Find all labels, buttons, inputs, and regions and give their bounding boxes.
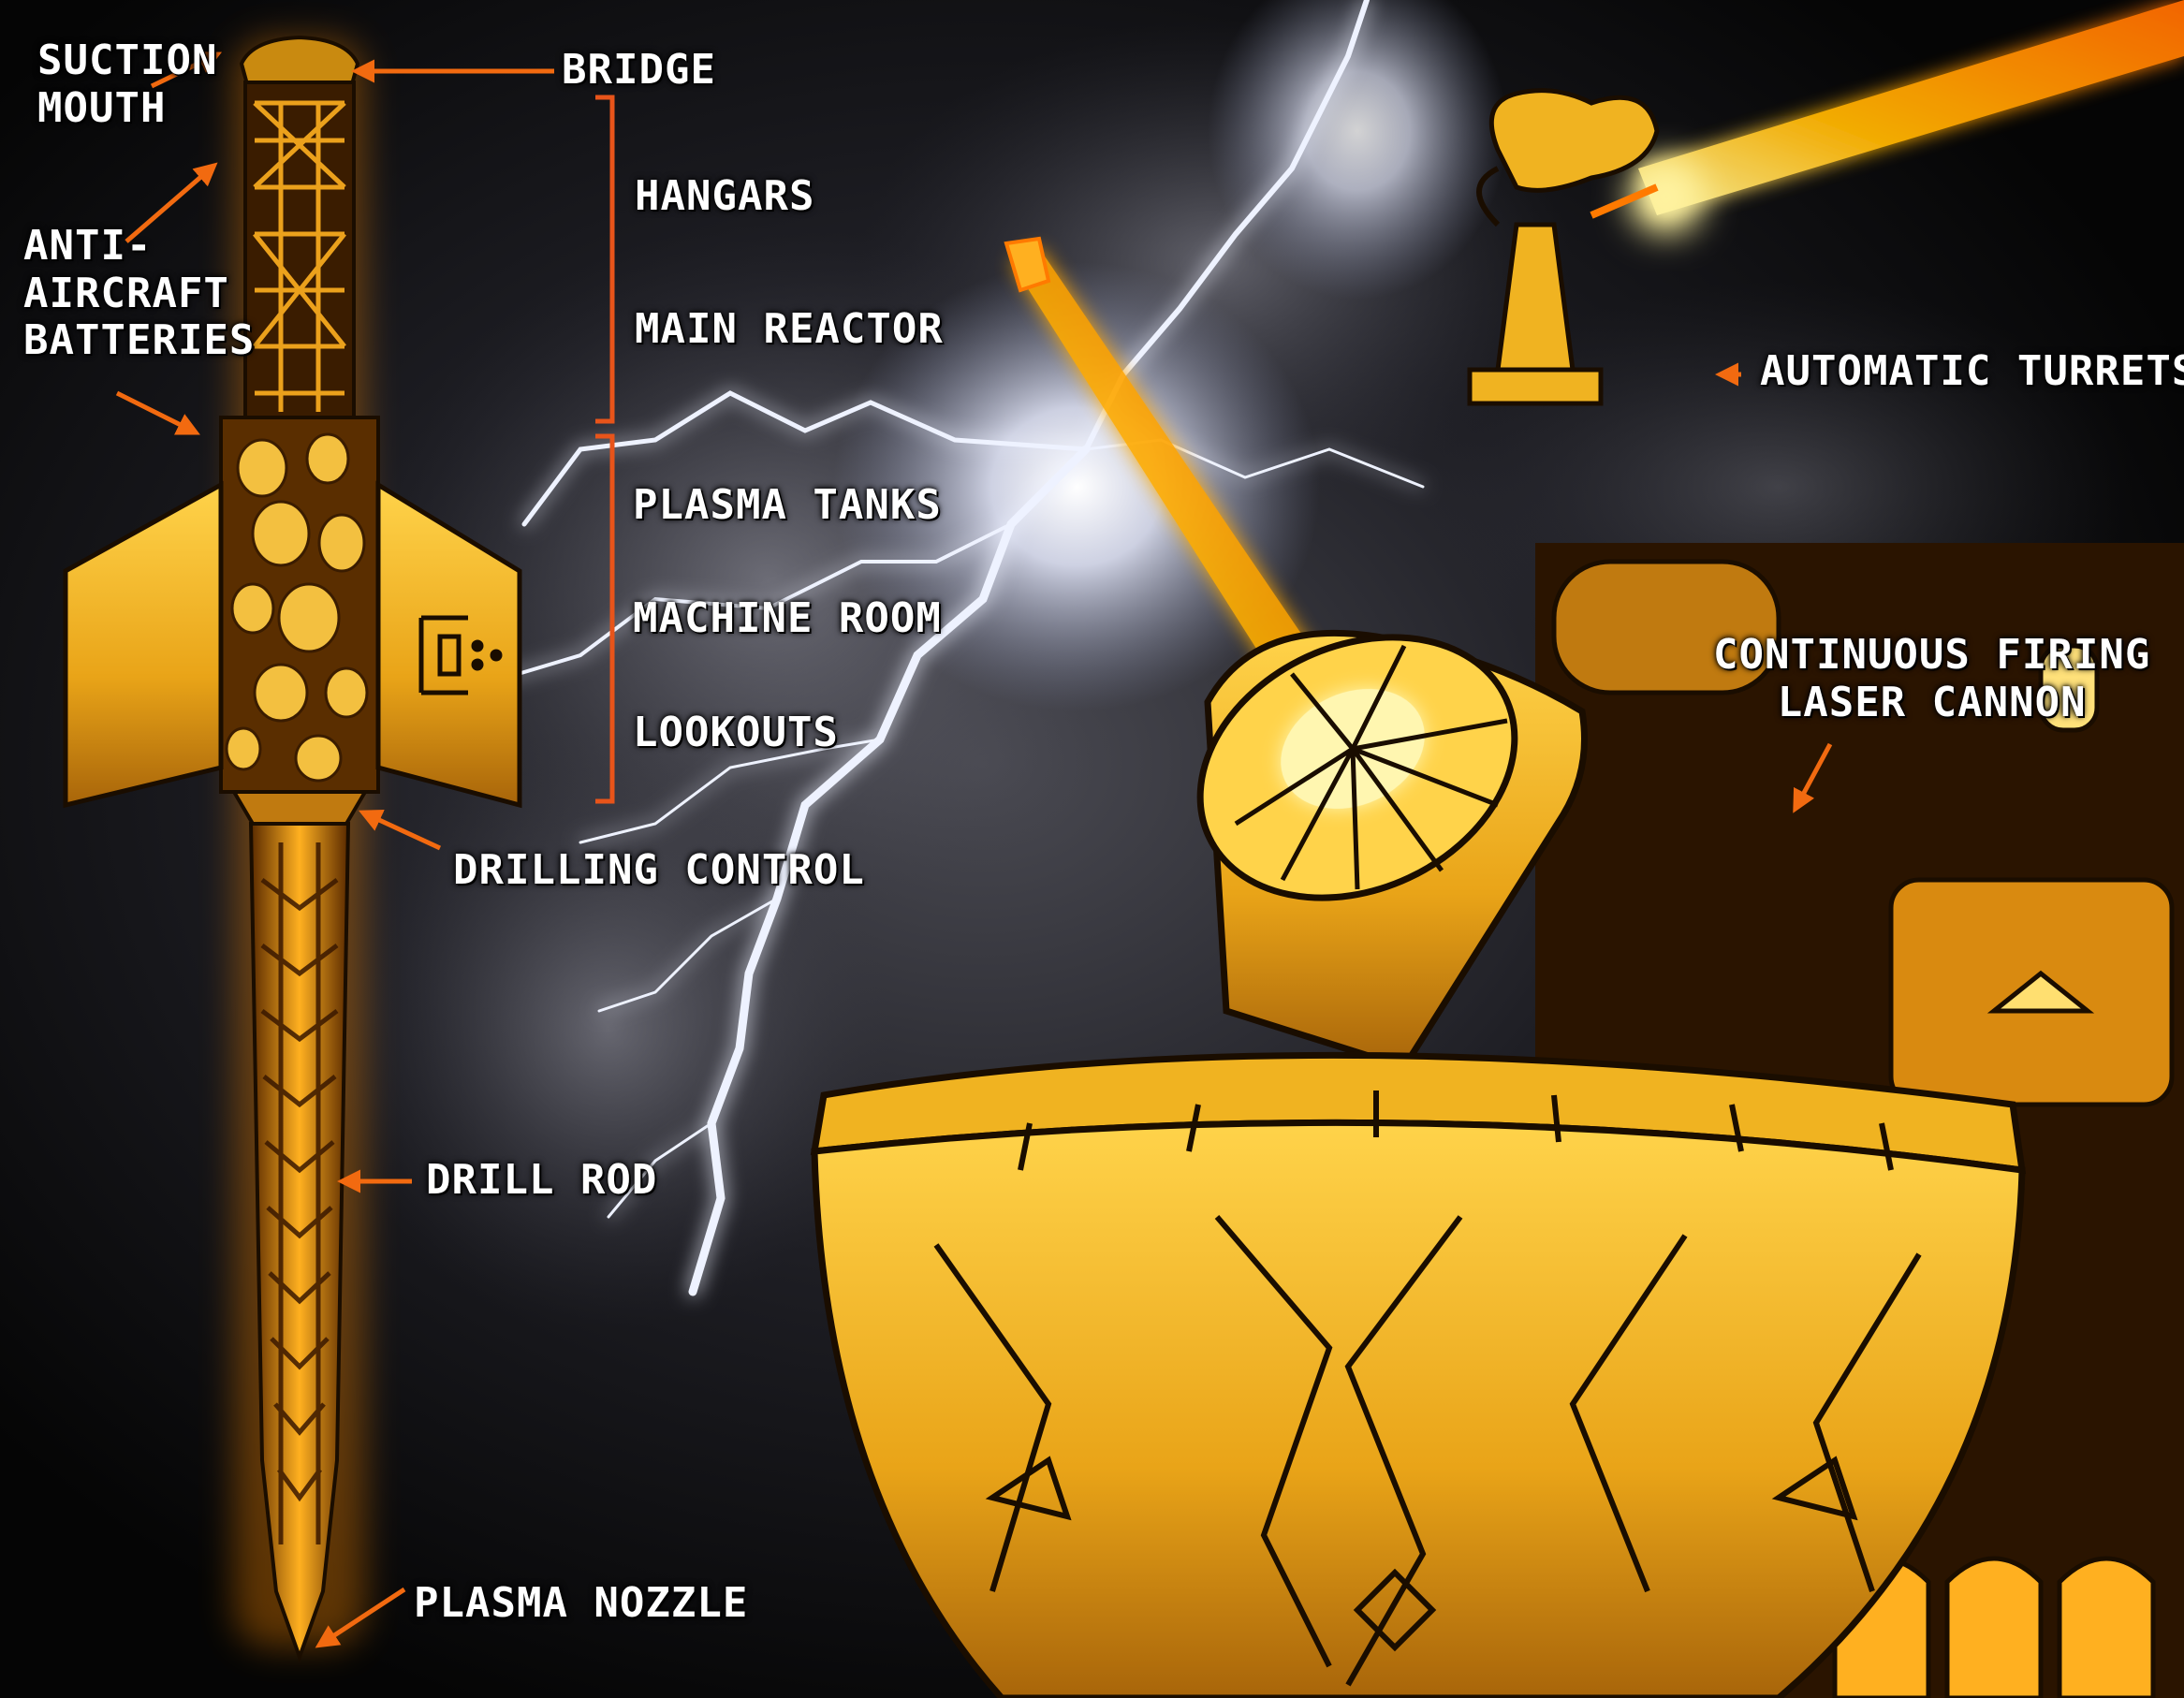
- label-drilling-control: DRILLING CONTROL: [453, 846, 865, 894]
- automatic-turret: [1467, 0, 2184, 406]
- label-automatic-turrets: AUTOMATIC TURRETS: [1760, 347, 2184, 395]
- label-laser-cannon: CONTINUOUS FIRING LASER CANNON: [1713, 631, 2151, 726]
- label-anti-aircraft-line3: BATTERIES: [23, 316, 256, 365]
- label-hangars: HANGARS: [635, 172, 815, 220]
- label-main-reactor: MAIN REACTOR: [635, 305, 944, 353]
- laser-cannon: [810, 236, 2184, 1698]
- arrow-laser-cannon: [1793, 742, 1833, 813]
- label-laser-cannon-line1: CONTINUOUS FIRING: [1713, 631, 2151, 679]
- arrow-drilling-control: [358, 809, 442, 851]
- emblem-icon: [418, 615, 503, 695]
- label-anti-aircraft-line1: ANTI-: [23, 222, 153, 270]
- bracket-lower: [595, 433, 615, 804]
- arrow-suction-mouth: [150, 51, 222, 89]
- arrow-plasma-nozzle: [315, 1587, 406, 1648]
- label-suction-mouth: SUCTION MOUTH: [37, 37, 217, 132]
- drill-ship: [63, 35, 522, 1662]
- label-bridge: BRIDGE: [562, 46, 716, 94]
- arrow-anti-aircraft-bottom: [115, 390, 200, 435]
- label-plasma-tanks: PLASMA TANKS: [633, 481, 942, 529]
- label-machine-room: MACHINE ROOM: [633, 594, 942, 642]
- label-laser-cannon-line2: LASER CANNON: [1777, 678, 2087, 726]
- label-suction-mouth-line1: SUCTION: [37, 37, 218, 84]
- label-lookouts: LOOKOUTS: [633, 709, 839, 756]
- arrow-icon: [115, 51, 1833, 1648]
- storm-clouds: [328, 0, 2134, 1329]
- label-suction-mouth-line2: MOUTH: [37, 83, 167, 132]
- label-drill-rod: DRILL ROD: [426, 1156, 658, 1204]
- arrow-anti-aircraft-top: [125, 162, 218, 243]
- label-anti-aircraft-line2: AIRCRAFT: [23, 269, 229, 317]
- label-anti-aircraft: ANTI- AIRCRAFT BATTERIES: [23, 222, 256, 365]
- label-plasma-nozzle: PLASMA NOZZLE: [414, 1579, 749, 1627]
- bracket-icon: [595, 95, 615, 804]
- bracket-upper: [595, 95, 615, 424]
